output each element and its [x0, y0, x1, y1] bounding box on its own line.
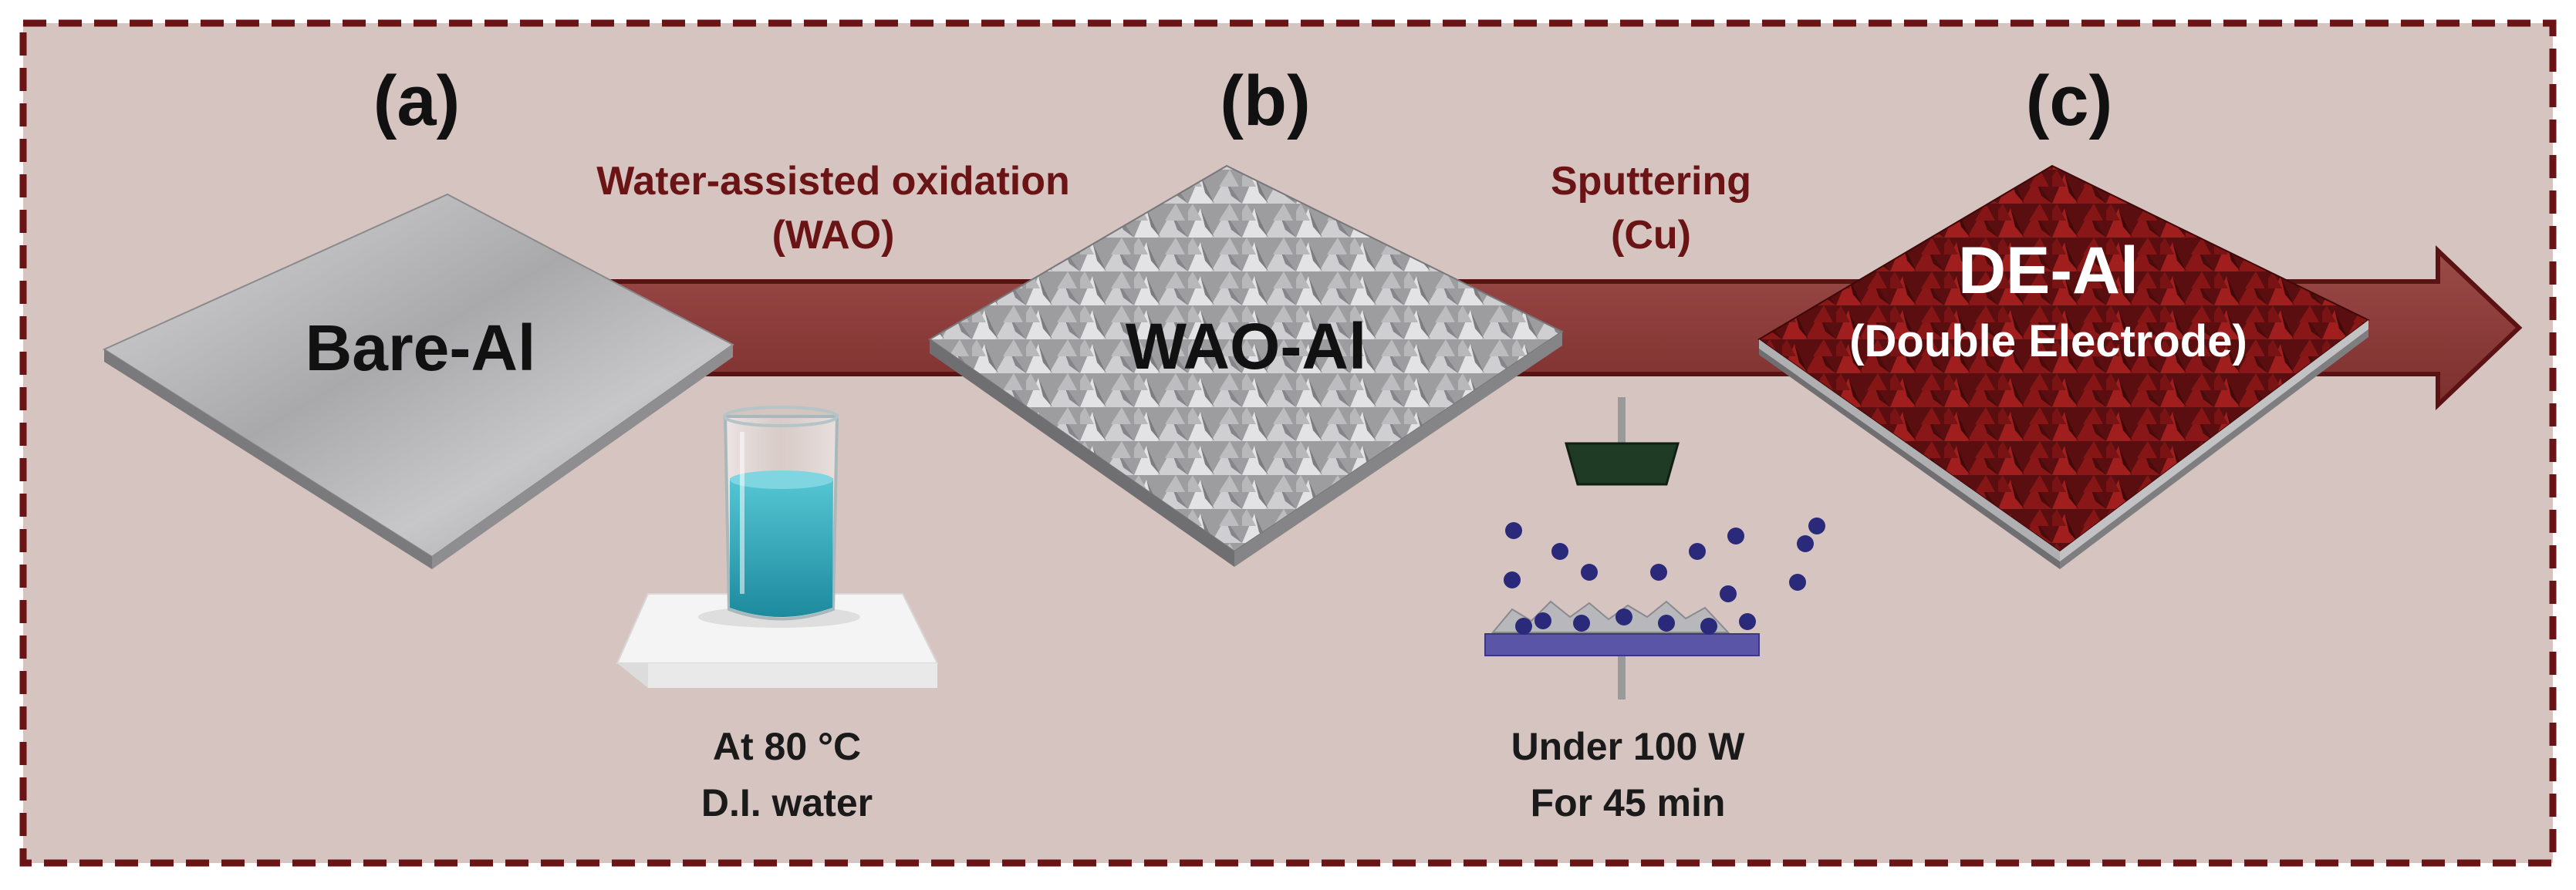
- panel-b-label: (b): [1220, 62, 1310, 140]
- sputtering-time: For 45 min: [1531, 781, 1726, 824]
- beaker-hotplate: [616, 406, 939, 688]
- bare-al-plate: [102, 193, 734, 569]
- panel-c-label: (c): [2026, 62, 2112, 140]
- bare-al-label: Bare-Al: [306, 312, 536, 384]
- de-al-sublabel: (Double Electrode): [1849, 316, 2247, 366]
- panel-a-label: (a): [373, 62, 460, 140]
- wao-al-plate: [928, 164, 1564, 567]
- oxidation-temperature: At 80 °C: [713, 725, 861, 768]
- de-al-label: DE-Al: [1958, 234, 2139, 308]
- oxidation-step-label: Water-assisted oxidation: [596, 159, 1070, 204]
- sputtering-step-label: Sputtering: [1551, 159, 1751, 204]
- oxidation-medium: D.I. water: [701, 781, 873, 824]
- oxidation-step-abbrev: (WAO): [772, 213, 895, 258]
- de-al-plate: [1757, 164, 2370, 569]
- sputtering-power: Under 100 W: [1511, 725, 1746, 768]
- wao-al-label: WAO-Al: [1126, 310, 1367, 383]
- sputtering-step-target: (Cu): [1611, 213, 1691, 258]
- cu-particles: [1504, 517, 1825, 635]
